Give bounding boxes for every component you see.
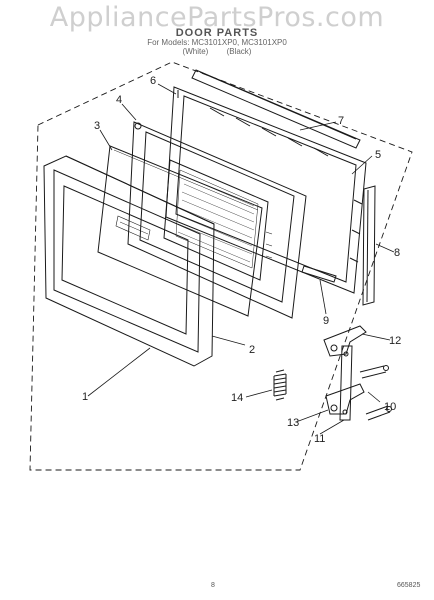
leader-lines	[87, 83, 395, 435]
part-5-6-inner-frame	[165, 86, 367, 294]
callout-12: 12	[389, 335, 401, 347]
models-line: For Models: MC3101XP0, MC3101XP0	[147, 38, 287, 47]
callout-5: 5	[375, 149, 381, 161]
assembly-boundary	[29, 61, 413, 471]
color-variants: (White) (Black)	[0, 47, 434, 56]
callout-4: 4	[116, 94, 122, 106]
part-7-top-trim	[191, 69, 361, 149]
part-4-inner-panel	[127, 121, 307, 319]
part-2-door-frame	[43, 155, 215, 367]
callout-10: 10	[384, 401, 396, 413]
part-10-screws	[359, 365, 392, 421]
callout-2: 2	[249, 344, 255, 356]
diagram-title: DOOR PARTS	[175, 27, 259, 39]
callout-7: 7	[338, 115, 344, 127]
callout-11: 11	[314, 433, 325, 445]
callout-14: 14	[231, 392, 243, 404]
part-13-lower-latch	[325, 383, 365, 415]
callout-6: 6	[150, 75, 156, 87]
callout-1: 1	[82, 391, 88, 403]
part-8-side-trim	[362, 185, 376, 306]
callout-9: 9	[323, 315, 329, 327]
variant-black: (Black)	[226, 47, 252, 56]
part-3-window-pane	[97, 145, 263, 317]
part-12-upper-latch	[323, 325, 367, 357]
watermark: AppliancePartsPros.com	[49, 2, 385, 33]
variant-white: (White)	[182, 47, 209, 56]
callout-3: 3	[94, 120, 100, 132]
document-code: 665825	[397, 582, 421, 589]
page-number: 8	[211, 582, 215, 589]
callout-8: 8	[394, 247, 400, 259]
part-14-spring	[273, 369, 287, 401]
callout-13: 13	[287, 417, 299, 429]
part-11-link-bar	[339, 345, 353, 421]
part-9-shaft	[301, 265, 337, 283]
